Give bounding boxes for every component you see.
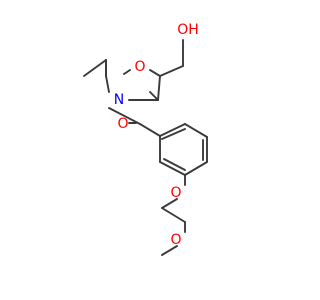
ring-oxygen-label: O	[134, 59, 145, 75]
bond	[83, 59, 107, 77]
bond	[108, 107, 141, 125]
bond	[157, 75, 161, 101]
bond	[123, 69, 131, 75]
bond-group	[83, 39, 208, 256]
bond	[149, 69, 161, 77]
hydroxyl-label: OH	[177, 22, 199, 38]
bond	[149, 91, 159, 101]
bond	[184, 161, 208, 176]
bond	[159, 123, 186, 137]
bond	[184, 123, 208, 138]
bond	[161, 245, 178, 256]
bond	[163, 158, 186, 171]
ether-oxygen-2-label: O	[170, 232, 181, 248]
bond	[105, 75, 110, 93]
bond	[161, 207, 186, 223]
ether-oxygen-1-label: O	[170, 185, 181, 201]
ring-nitrogen-label: N	[114, 92, 124, 108]
carbonyl-oxygen-label: O	[117, 116, 128, 132]
bond	[161, 198, 178, 209]
molecule-structure: O N O OH O O	[83, 22, 208, 256]
bond	[159, 65, 184, 77]
bond	[139, 123, 161, 137]
bond	[159, 161, 186, 176]
bond	[161, 128, 186, 140]
atom-labels: O N O OH O O	[114, 22, 199, 248]
